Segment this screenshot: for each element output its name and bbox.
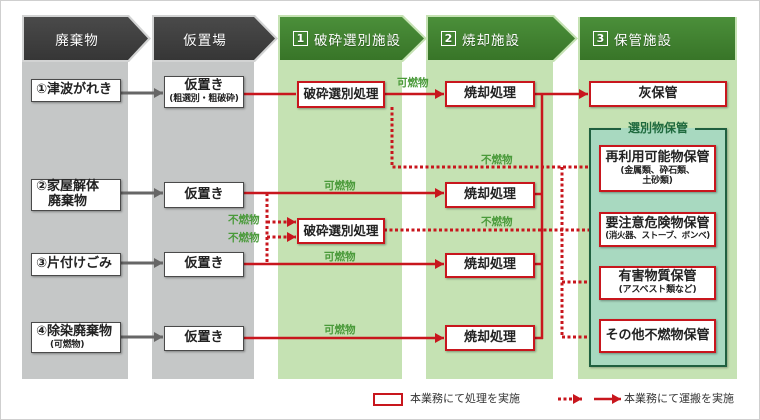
harmful-substance-storage-box: 有害物質保管 (アスベスト類など) [599, 266, 716, 300]
source-decontamination-waste: ④除染廃棄物 (可燃物) [31, 322, 121, 353]
legend-transport-label: 本業務にて運搬を実施 [624, 392, 734, 405]
temporary-storage-box-4: 仮置き [164, 326, 244, 351]
header-text-waste: 廃棄物 [55, 32, 99, 49]
temporary-storage-box-2: 仮置き [164, 182, 244, 208]
storage-item-title: その他不燃物保管 [605, 327, 710, 343]
crushing-sorting-title: 破砕選別処理 [303, 222, 379, 238]
reusable-storage-box: 再利用可能物保管 (金属類、砕石類、 土砂類) [599, 145, 716, 192]
temporary-storage-subtitle: (粗選別・粗破砕) [169, 94, 239, 105]
storage-item-title: 要注意危険物保管 [605, 216, 710, 232]
crushing-sorting-box-1: 破砕選別処理 [297, 81, 385, 108]
header-label-temporary-yard: 仮置場 [155, 17, 255, 60]
storage-item-subtitle: (アスベスト類など) [618, 285, 697, 296]
ash-storage-title: 灰保管 [638, 85, 678, 101]
incineration-box-2: 焼却処理 [445, 182, 535, 208]
source-tsunami-debris: ①津波がれき [31, 79, 121, 102]
header-label-waste: 廃棄物 [25, 17, 129, 60]
incineration-box-3: 焼却処理 [445, 253, 535, 278]
header-label-storage: 3 保管施設 [593, 17, 672, 60]
source-title: ②家屋解体 [36, 179, 100, 195]
header-text-incineration: 焼却施設 [462, 32, 520, 49]
storage-item-title: 再利用可能物保管 [605, 149, 710, 165]
incineration-title: 焼却処理 [463, 85, 516, 101]
header-storage [580, 17, 735, 60]
source-house-demolition: ②家屋解体 廃棄物 [31, 179, 121, 211]
header-waste [24, 17, 148, 60]
storage-item-subtitle: (金属類、砕石類、 [620, 165, 695, 176]
temporary-storage-title: 仮置き [184, 256, 224, 272]
header-crushing-sorting [280, 17, 424, 60]
temporary-storage-title: 仮置き [184, 186, 224, 202]
crushing-sorting-title: 破砕選別処理 [303, 86, 379, 102]
crushing-sorting-box-2: 破砕選別処理 [297, 218, 385, 244]
source-title: ③片付けごみ [36, 256, 113, 272]
flow-label-noncombustible-row3: 不燃物 [228, 232, 260, 244]
source-title-line2: 廃棄物 [48, 194, 88, 209]
header-text-temporary-yard: 仮置場 [183, 32, 227, 49]
incineration-box-4: 焼却処理 [445, 325, 535, 351]
other-noncombustible-storage-box: その他不燃物保管 [599, 319, 716, 353]
source-title: ④除染廃棄物 [36, 323, 113, 339]
source-subtitle: (可燃物) [50, 339, 85, 350]
step-number-badge-2: 2 [441, 31, 456, 46]
hazardous-caution-storage-box: 要注意危険物保管 (消火器、ストーブ、ボンベ) [599, 212, 716, 247]
step-number-badge-3: 3 [593, 31, 608, 46]
header-temporary-yard [154, 17, 275, 60]
flow-label-combustible-row1: 可燃物 [397, 77, 429, 89]
flow-label-noncombustible-sorting2: 不燃物 [481, 216, 513, 228]
header-incineration [428, 17, 575, 60]
legend-process-swatch [373, 393, 403, 406]
flow-label-noncombustible-row1: 不燃物 [481, 154, 513, 166]
ash-storage-box: 灰保管 [589, 81, 727, 107]
header-label-crushing-sorting: 1 破砕選別施設 [293, 17, 401, 60]
flow-label-combustible-row4: 可燃物 [324, 324, 356, 336]
incineration-box-1: 焼却処理 [445, 81, 535, 107]
source-title: ①津波がれき [36, 82, 113, 98]
temporary-storage-box-1: 仮置き (粗選別・粗破砕) [164, 76, 244, 108]
incineration-title: 焼却処理 [463, 329, 516, 345]
incineration-title: 焼却処理 [463, 186, 516, 202]
header-text-storage: 保管施設 [614, 32, 672, 49]
temporary-storage-box-3: 仮置き [164, 252, 244, 277]
storage-item-title: 有害物質保管 [618, 269, 697, 285]
flow-label-noncombustible-row2: 不燃物 [228, 214, 260, 226]
incineration-title: 焼却処理 [463, 257, 516, 273]
storage-item-subtitle-line2: 土砂類) [642, 175, 673, 186]
sorted-storage-group-label: 選別物保管 [621, 120, 695, 136]
source-cleanup-waste: ③片付けごみ [31, 253, 121, 276]
flow-label-combustible-row2: 可燃物 [324, 180, 356, 192]
flow-label-combustible-row3: 可燃物 [324, 251, 356, 263]
storage-item-subtitle: (消火器、ストーブ、ボンベ) [605, 231, 710, 242]
temporary-storage-title: 仮置き [184, 78, 224, 94]
column-body-crushing-sorting [278, 17, 402, 379]
legend-process-label: 本業務にて処理を実施 [410, 392, 520, 405]
temporary-storage-title: 仮置き [184, 330, 224, 346]
step-number-badge-1: 1 [293, 31, 308, 46]
header-label-incineration: 2 焼却施設 [441, 17, 520, 60]
header-text-crushing-sorting: 破砕選別施設 [314, 32, 401, 49]
